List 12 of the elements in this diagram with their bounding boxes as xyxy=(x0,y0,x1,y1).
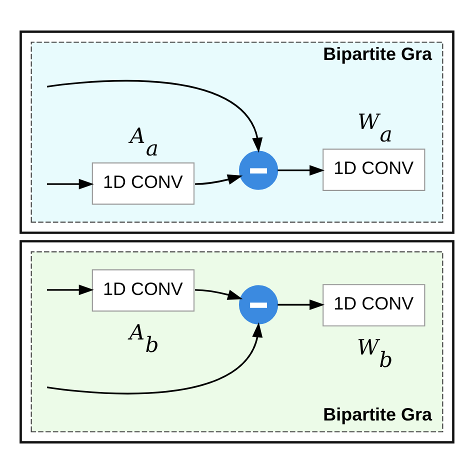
arrow xyxy=(46,80,263,153)
arrow xyxy=(46,284,94,296)
cluster xyxy=(20,30,454,234)
arrow xyxy=(195,174,243,185)
arrow xyxy=(46,178,94,190)
node-circle xyxy=(238,150,278,190)
cluster xyxy=(20,240,454,444)
arrow xyxy=(46,322,263,394)
arrow xyxy=(195,289,243,300)
arrow xyxy=(278,299,325,310)
arrow xyxy=(278,165,325,176)
node-circle xyxy=(238,285,278,324)
